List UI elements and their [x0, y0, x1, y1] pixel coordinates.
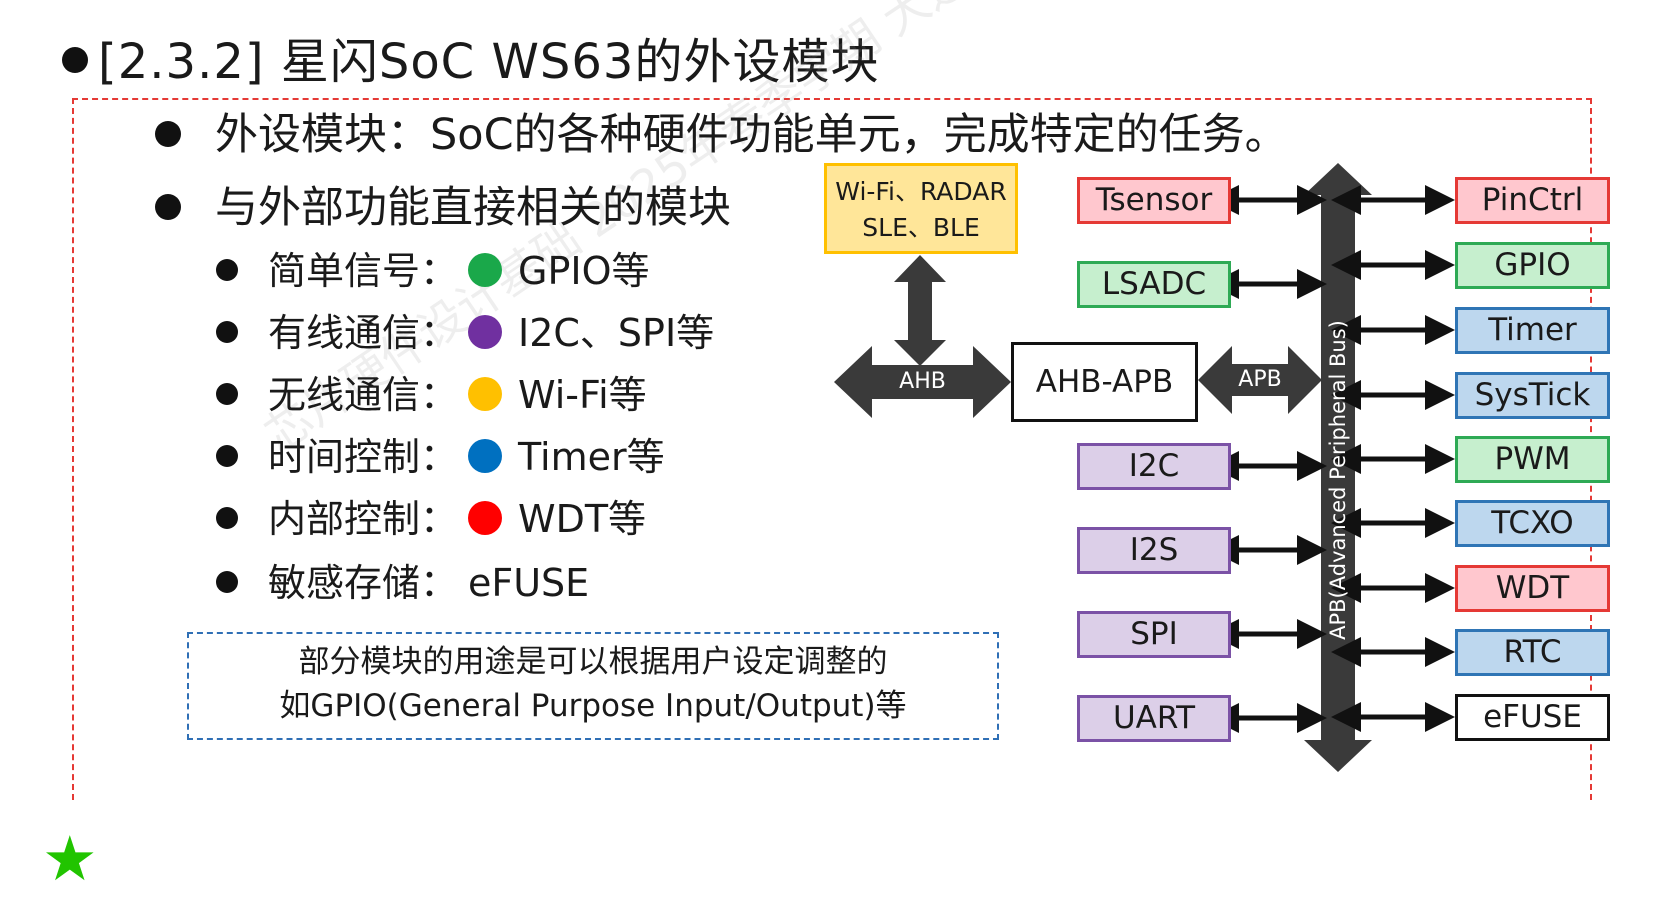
- sub-item-example: Wi-Fi等: [518, 373, 647, 417]
- apb-label: APB: [1238, 367, 1282, 392]
- sub-item-category: 敏感存储：: [268, 561, 459, 605]
- module-efuse: eFUSE: [1455, 694, 1610, 741]
- apb-arrow: [1198, 346, 1322, 414]
- module-spi: SPI: [1077, 611, 1231, 658]
- sub-item-category: 时间控制：: [268, 435, 459, 479]
- module-i2s: I2S: [1077, 527, 1231, 574]
- bullet-icon: [155, 193, 181, 220]
- sub-item: 内部控制： WDT等: [216, 488, 646, 541]
- sub-item-category: 内部控制：: [268, 497, 459, 541]
- sub-item-category: 简单信号：: [268, 249, 459, 293]
- sub-item-category: 无线通信：: [268, 373, 459, 417]
- module-gpio: GPIO: [1455, 242, 1610, 289]
- page-title: [2.3.2] 星闪SoC WS63的外设模块: [62, 22, 879, 92]
- note-box: 部分模块的用途是可以根据用户设定调整的 如GPIO(General Purpos…: [187, 632, 999, 740]
- module-systick: SysTick: [1455, 372, 1610, 419]
- note-line-1: 部分模块的用途是可以根据用户设定调整的: [298, 644, 888, 680]
- sub-item: 敏感存储：eFUSE: [216, 552, 589, 605]
- wifi-radar-box: Wi-Fi、RADAR SLE、BLE: [824, 163, 1018, 254]
- module-tcxo: TCXO: [1455, 500, 1610, 547]
- module-tsensor: Tsensor: [1077, 177, 1231, 224]
- bullet-icon: [216, 444, 238, 467]
- color-dot-icon: [468, 500, 502, 535]
- wifi-ahb-arrow: [894, 255, 946, 366]
- sub-item: 无线通信： Wi-Fi等: [216, 364, 647, 417]
- wifi-box-line-1: Wi-Fi、RADAR: [835, 177, 1007, 206]
- module-wdt: WDT: [1455, 565, 1610, 612]
- sub-item: 时间控制： Timer等: [216, 426, 665, 479]
- ahb-apb-bridge: AHB-APB: [1011, 342, 1198, 422]
- bullet-external: 与外部功能直接相关的模块: [155, 173, 731, 235]
- module-timer: Timer: [1455, 307, 1610, 354]
- module-pwm: PWM: [1455, 436, 1610, 483]
- color-dot-icon: [468, 438, 502, 473]
- bullet-icon: [216, 382, 238, 405]
- module-pinctrl: PinCtrl: [1455, 177, 1610, 224]
- wifi-box-line-2: SLE、BLE: [862, 213, 980, 242]
- module-i2c: I2C: [1077, 443, 1231, 490]
- ahb-arrow: [834, 346, 1011, 418]
- sub-item-example: eFUSE: [468, 561, 590, 605]
- sub-item-example: GPIO等: [518, 249, 650, 293]
- sub-item: 有线通信： I2C、SPI等: [216, 302, 714, 355]
- sub-item-category: 有线通信：: [268, 311, 459, 355]
- bullet-definition-text: 外设模块：SoC的各种硬件功能单元，完成特定的任务。: [215, 110, 1288, 160]
- bullet-icon: [216, 506, 238, 529]
- bullet-icon: [62, 47, 88, 73]
- bullet-icon: [155, 120, 181, 147]
- module-uart: UART: [1077, 695, 1231, 742]
- bullet-icon: [216, 258, 238, 281]
- bullet-external-text: 与外部功能直接相关的模块: [215, 183, 731, 233]
- color-dot-icon: [468, 314, 502, 349]
- module-lsadc: LSADC: [1077, 261, 1231, 308]
- module-rtc: RTC: [1455, 629, 1610, 676]
- sub-item: 简单信号： GPIO等: [216, 240, 649, 293]
- sub-item-example: Timer等: [518, 435, 665, 479]
- note-line-2: 如GPIO(General Purpose Input/Output)等: [279, 688, 907, 724]
- color-dot-icon: [468, 252, 502, 287]
- apb-bus-label: APB(Advanced Peripheral Bus): [1326, 320, 1350, 640]
- color-dot-icon: [468, 376, 502, 411]
- page-title-text: [2.3.2] 星闪SoC WS63的外设模块: [98, 34, 880, 90]
- star-icon: ★: [42, 822, 98, 895]
- ahb-label: AHB: [899, 369, 946, 394]
- sub-item-example: I2C、SPI等: [518, 311, 715, 355]
- bullet-icon: [216, 320, 238, 343]
- bullet-definition: 外设模块：SoC的各种硬件功能单元，完成特定的任务。: [155, 100, 1288, 162]
- bullet-icon: [216, 570, 238, 593]
- sub-item-example: WDT等: [518, 497, 647, 541]
